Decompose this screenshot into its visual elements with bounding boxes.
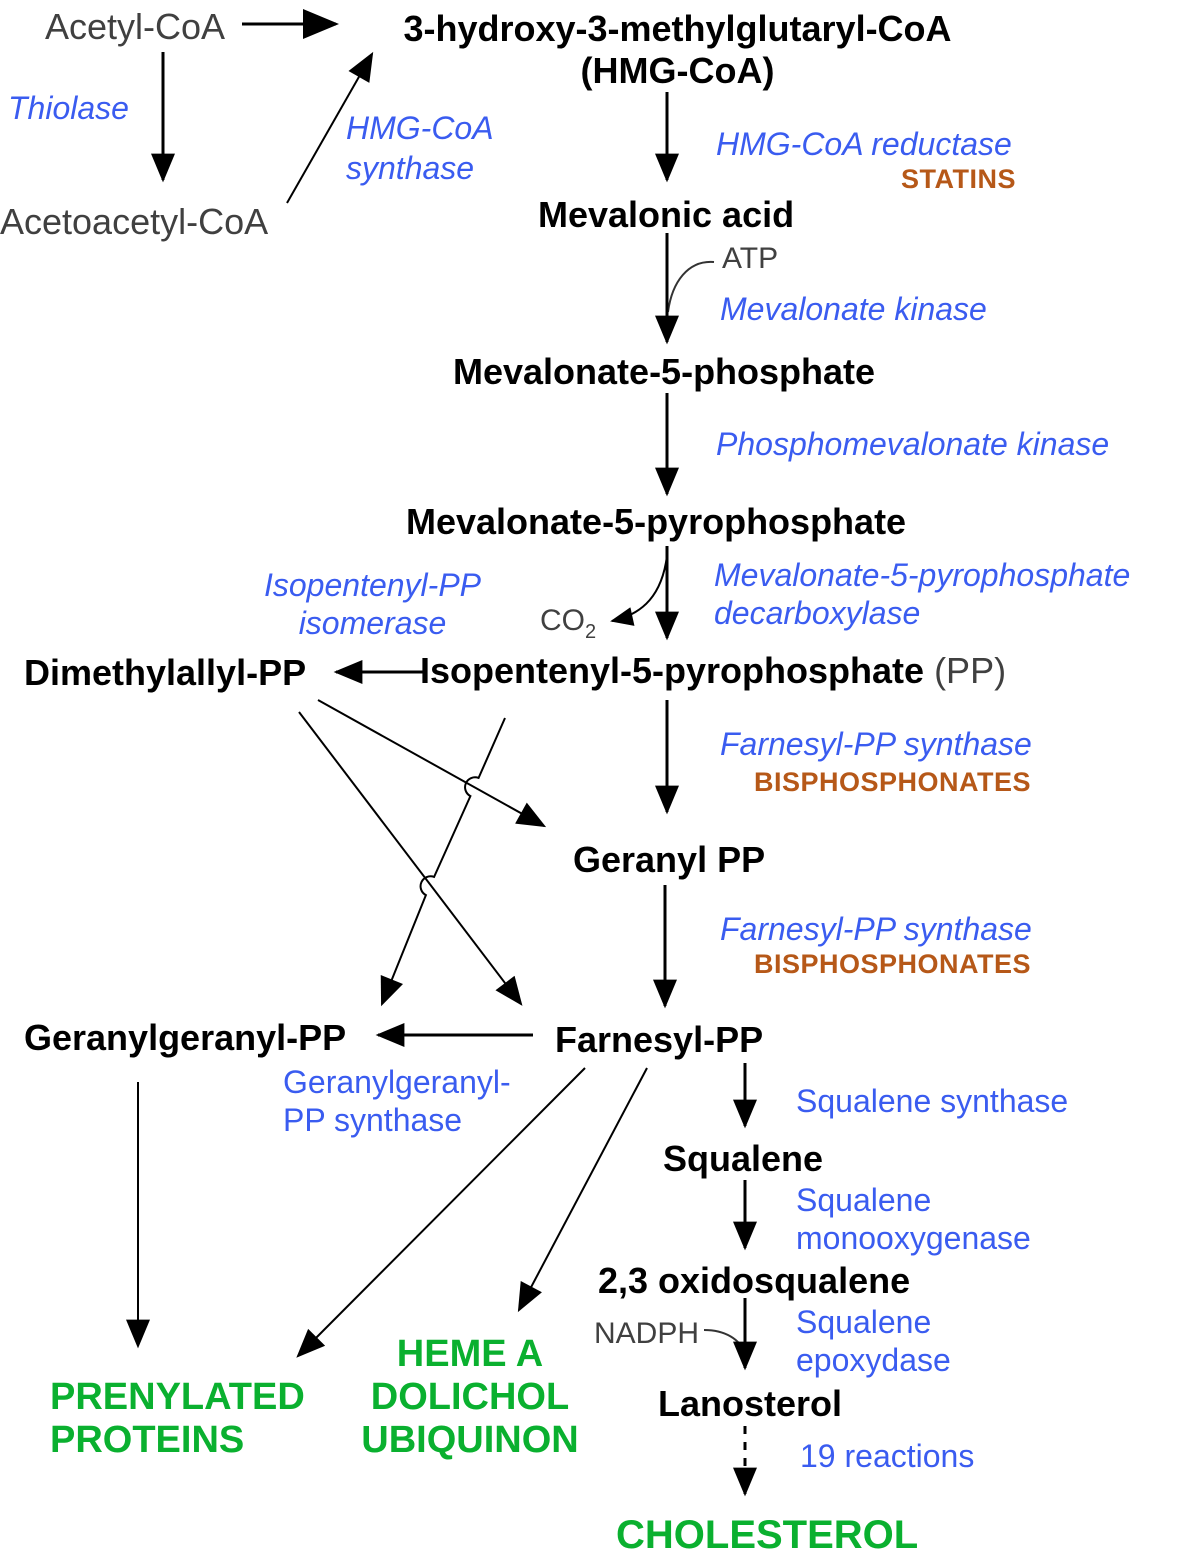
cofactor-atp: ATP — [722, 242, 779, 275]
node-squalene: Squalene — [663, 1138, 824, 1179]
enzyme-squalene-synthase: Squalene synthase — [796, 1083, 1069, 1119]
connector-nadph — [703, 1329, 745, 1353]
node-farnesyl-pp: Farnesyl-PP — [555, 1019, 764, 1060]
connector-atp — [667, 260, 715, 313]
node-geranyl-pp: Geranyl PP — [573, 839, 766, 880]
co2-text: CO — [540, 604, 585, 637]
arrow-farnesylpp-to-prenylated — [296, 1067, 586, 1358]
enzyme-hmg-coa-reductase: HMG-CoA reductase — [716, 126, 1012, 162]
arrow-co2-branch — [610, 555, 668, 626]
product-prenylated-proteins: PRENYLATED PROTEINS — [50, 1376, 305, 1461]
node-lanosterol: Lanosterol — [658, 1383, 843, 1424]
drug-bisphosphonates-1: BISPHOSPHONATES — [754, 767, 1032, 797]
isopentenyl-pp-abbrev: (PP) — [924, 650, 1007, 691]
co2-subscript: 2 — [585, 621, 597, 643]
arrow-dimethylallyl-to-farnesylpp — [298, 711, 523, 1006]
node-geranylgeranyl-pp: Geranylgeranyl-PP — [24, 1017, 347, 1058]
enzyme-mevalonate-kinase: Mevalonate kinase — [720, 291, 987, 327]
enzyme-geranylgeranyl-pp-synthase: Geranylgeranyl- PP synthase — [283, 1064, 511, 1138]
node-isopentenyl-5-pyrophosphate: Isopentenyl-5-pyrophosphate (PP) — [420, 650, 1006, 692]
node-hmg-coa: 3-hydroxy-3-methylglutaryl-CoA (HMG-CoA) — [403, 8, 952, 91]
node-acetoacetyl-coa: Acetoacetyl-CoA — [0, 201, 269, 242]
enzyme-thiolase: Thiolase — [8, 90, 129, 126]
arrow-farnesylpp-to-heme — [517, 1067, 648, 1313]
drug-statins: STATINS — [901, 164, 1016, 194]
node-mevalonic-acid: Mevalonic acid — [538, 194, 795, 235]
node-dimethylallyl-pp: Dimethylallyl-PP — [24, 652, 307, 693]
enzyme-isopentenyl-pp-isomerase: Isopentenyl-PP isomerase — [263, 567, 481, 641]
arrow-acetoacetylcoa-to-hmgcoa — [286, 51, 374, 204]
product-heme-dolichol-ubiquinon: HEME A DOLICHOL UBIQUINON — [361, 1333, 579, 1461]
node-mevalonate-5-phosphate: Mevalonate-5-phosphate — [453, 351, 876, 392]
node-acetyl-coa: Acetyl-CoA — [45, 6, 226, 47]
enzyme-mev5pp-decarboxylase: Mevalonate-5-pyrophosphate decarboxylase — [714, 557, 1131, 631]
enzyme-phosphomevalonate-kinase: Phosphomevalonate kinase — [716, 426, 1110, 462]
isopentenyl-name: Isopentenyl-5-pyrophosphate — [420, 650, 925, 691]
cofactor-nadph: NADPH — [594, 1317, 700, 1350]
enzyme-farnesyl-pp-synthase-2: Farnesyl-PP synthase — [720, 911, 1032, 947]
enzyme-squalene-monooxygenase: Squalene monooxygenase — [796, 1182, 1031, 1256]
arrow-dimethylallyl-to-geranylpp — [317, 699, 547, 828]
arrow-isopentenyl-to-geranylgeranylpp — [380, 717, 506, 1007]
product-cholesterol: CHOLESTEROL — [616, 1513, 919, 1557]
annotation-19-reactions: 19 reactions — [800, 1438, 975, 1474]
node-mevalonate-5-pyrophosphate: Mevalonate-5-pyrophosphate — [406, 501, 907, 542]
enzyme-farnesyl-pp-synthase-1: Farnesyl-PP synthase — [720, 726, 1032, 762]
byproduct-co2: CO2 — [540, 604, 596, 644]
node-2-3-oxidosqualene: 2,3 oxidosqualene — [598, 1260, 911, 1301]
drug-bisphosphonates-2: BISPHOSPHONATES — [754, 949, 1032, 979]
enzyme-hmg-coa-synthase: HMG-CoA synthase — [346, 110, 494, 186]
enzyme-squalene-epoxydase: Squalene epoxydase — [796, 1304, 951, 1378]
